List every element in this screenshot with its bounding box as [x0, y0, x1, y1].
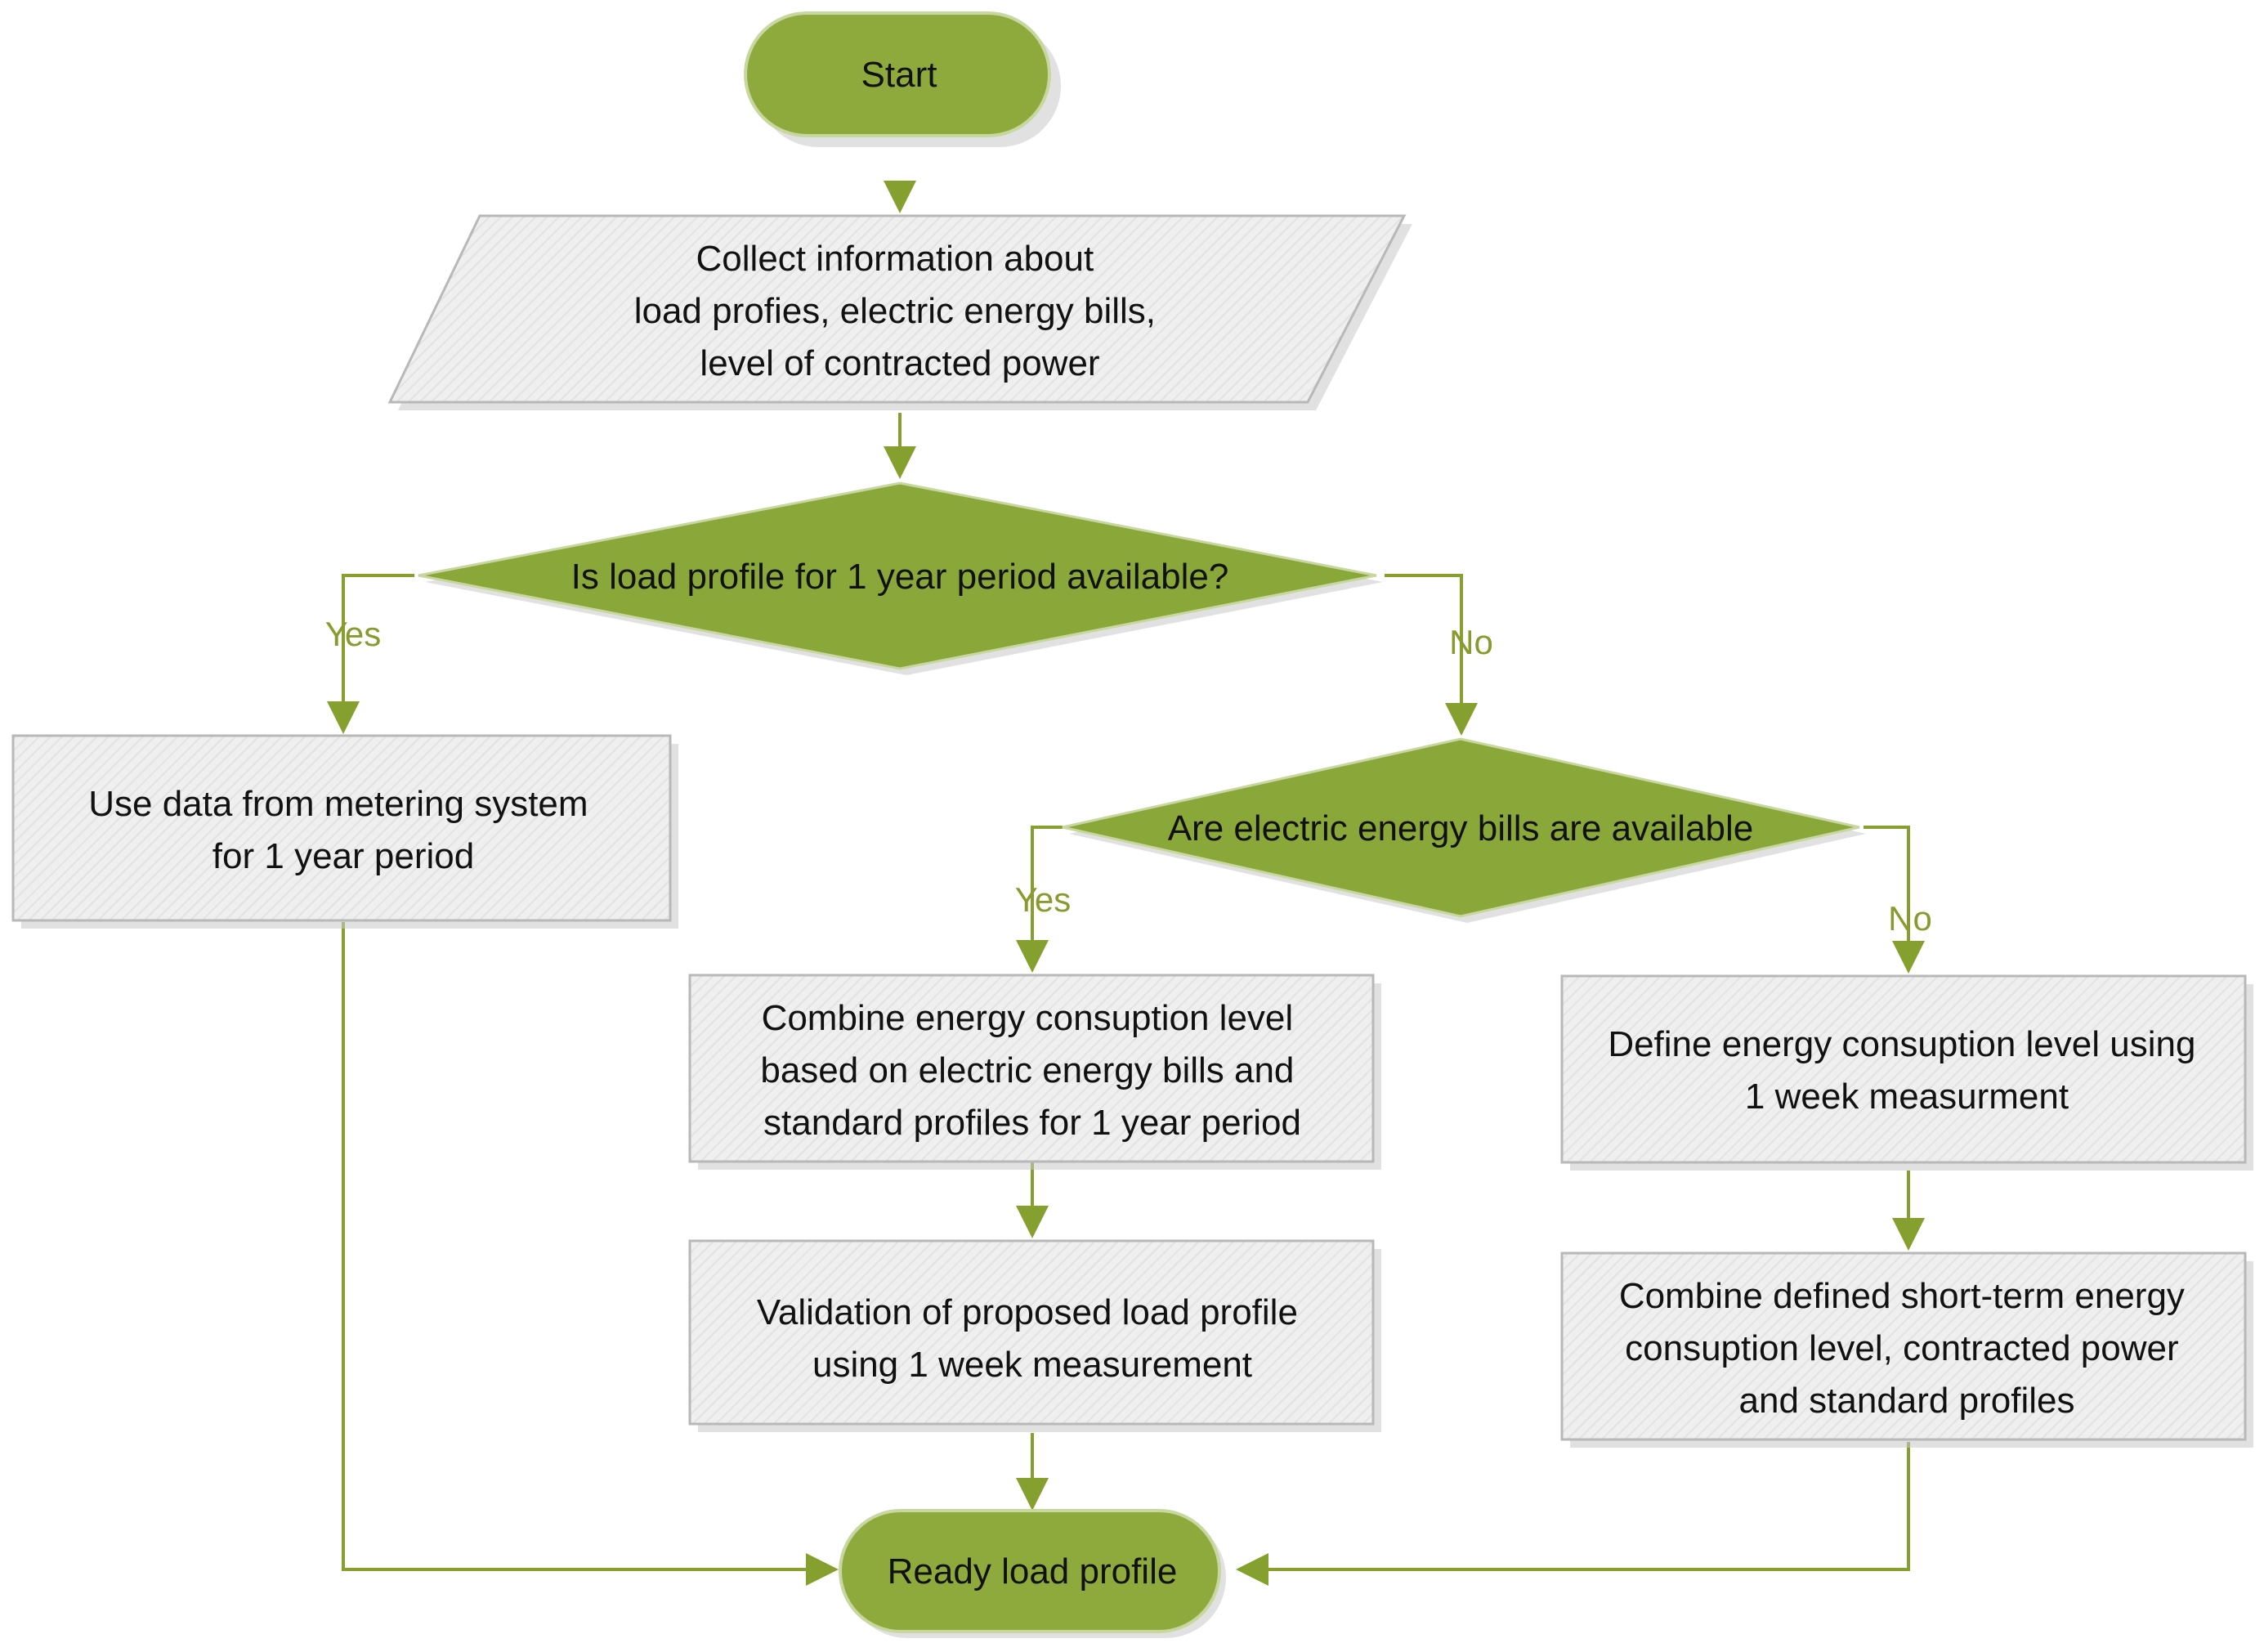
- svg-text:Ready load profile: Ready load profile: [888, 1551, 1178, 1592]
- collect-line-1: Collect information about: [696, 239, 1094, 279]
- define-week-process: Define energy consuption level using 1 w…: [1560, 974, 2253, 1171]
- ready-label: Ready load profile: [888, 1551, 1178, 1592]
- combine-bills-line-1: Combine energy consuption level: [762, 998, 1294, 1038]
- svg-text:Are electric energy bills are: Are electric energy bills are available: [1168, 808, 1754, 848]
- svg-text:Start: Start: [861, 55, 937, 95]
- use-metering-data-process: Use data from metering system for 1 year…: [11, 734, 678, 929]
- connectors: [327, 181, 1925, 1586]
- svg-text:Validation of proposed load pr: Validation of proposed load profile usin…: [757, 1292, 1308, 1385]
- combine-defined-line-2: consuption level, contracted power: [1625, 1328, 2179, 1368]
- validation-line-1: Validation of proposed load profile: [757, 1292, 1298, 1332]
- edge-label-d2-yes: Yes: [1015, 880, 1072, 919]
- edge-decision2-no: [1864, 826, 1925, 974]
- svg-text:Collect information about: Collect information about load profies, …: [634, 239, 1166, 383]
- ready-terminal: Ready load profile: [839, 1509, 1226, 1638]
- edge-use-data-ready: [342, 922, 839, 1586]
- edge-combine-defined-ready: [1236, 1442, 1910, 1586]
- define-week-line-1: Define energy consuption level using: [1608, 1024, 2195, 1064]
- start-terminal: Start: [744, 11, 1061, 147]
- combine-defined-line-1: Combine defined short-term energy: [1619, 1276, 2185, 1316]
- collect-info-input: Collect information about load profies, …: [387, 214, 1412, 410]
- svg-text:Use data from metering system: Use data from metering system for 1 year…: [88, 784, 598, 876]
- combine-bills-line-3: standard profiles for 1 year period: [763, 1103, 1301, 1143]
- edge-label-d1-yes: Yes: [325, 615, 382, 653]
- svg-text:Combine energy consuption leve: Combine energy consuption level based on…: [760, 998, 1304, 1143]
- svg-text:Define energy consuption level: Define energy consuption level using 1 w…: [1608, 1024, 2205, 1117]
- edge-label-d2-no: No: [1888, 899, 1932, 938]
- combine-bills-line-2: based on electric energy bills and: [760, 1050, 1294, 1090]
- decision1-label: Is load profile for 1 year period availa…: [571, 557, 1229, 597]
- validation-process: Validation of proposed load profile usin…: [688, 1239, 1381, 1432]
- edge-label-d1-no: No: [1449, 623, 1493, 661]
- collect-line-2: load profies, electric energy bills,: [634, 291, 1156, 331]
- use-data-line-2: for 1 year period: [213, 836, 474, 876]
- decision-load-profile-available: Is load profile for 1 year period availa…: [418, 481, 1383, 675]
- define-week-line-2: 1 week measurment: [1745, 1077, 2069, 1117]
- svg-text:Is load profile for 1 year per: Is load profile for 1 year period availa…: [571, 557, 1229, 597]
- edge-decision2-yes: [1016, 826, 1063, 973]
- svg-text:Combine defined short-term ene: Combine defined short-term energy consup…: [1619, 1276, 2195, 1421]
- decision2-label: Are electric energy bills are available: [1168, 808, 1754, 848]
- combine-defined-line-3: and standard profiles: [1739, 1381, 2075, 1421]
- collect-line-3: level of contracted power: [700, 343, 1099, 383]
- combine-defined-process: Combine defined short-term energy consup…: [1560, 1251, 2253, 1448]
- edge-decision1-no: [1385, 574, 1478, 736]
- start-label: Start: [861, 55, 937, 95]
- decision-bills-available: Are electric energy bills are available: [1062, 737, 1866, 923]
- validation-line-2: using 1 week measurement: [812, 1345, 1252, 1385]
- combine-bills-process: Combine energy consuption level based on…: [688, 974, 1381, 1170]
- edge-decision1-yes: [327, 574, 414, 734]
- use-data-line-1: Use data from metering system: [88, 784, 588, 824]
